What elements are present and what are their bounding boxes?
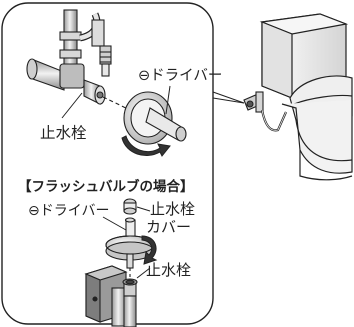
toilet-supply-line (243, 91, 288, 132)
rotation-arrow-flush (141, 235, 158, 265)
flush-valve-heading: 【フラッシュバルブの場合】 (18, 178, 194, 195)
minus-screwdriver-label-flush: ⊖ドライバー (28, 203, 109, 219)
rotation-arrow-top (121, 135, 171, 157)
stop-valve-cover-label-line2: カバー (146, 218, 191, 236)
supply-pipe-illustration (26, 9, 112, 105)
flush-valve-body (84, 265, 138, 327)
toilet-illustration (259, 13, 353, 181)
screwdriver-top (102, 91, 187, 145)
screwdriver-leader-top (165, 85, 171, 115)
stop-valve-cover-label-line1: 止水栓 (150, 200, 195, 218)
screwdriver-flush (105, 217, 155, 280)
stop-valve-label-flush: 止水栓 (146, 261, 191, 279)
stop-valve-leader-flush (136, 267, 151, 279)
minus-screwdriver-label-top: ⊖ドライバー (138, 68, 222, 84)
stop-valve-cover-part (123, 198, 137, 215)
callout-leader-lines (212, 91, 245, 104)
screwdriver-leader-flush (102, 216, 127, 231)
stop-valve-cover-leader (136, 206, 151, 212)
stop-valve-label-top: 止水栓 (40, 124, 87, 142)
stop-valve-leader (61, 92, 83, 119)
